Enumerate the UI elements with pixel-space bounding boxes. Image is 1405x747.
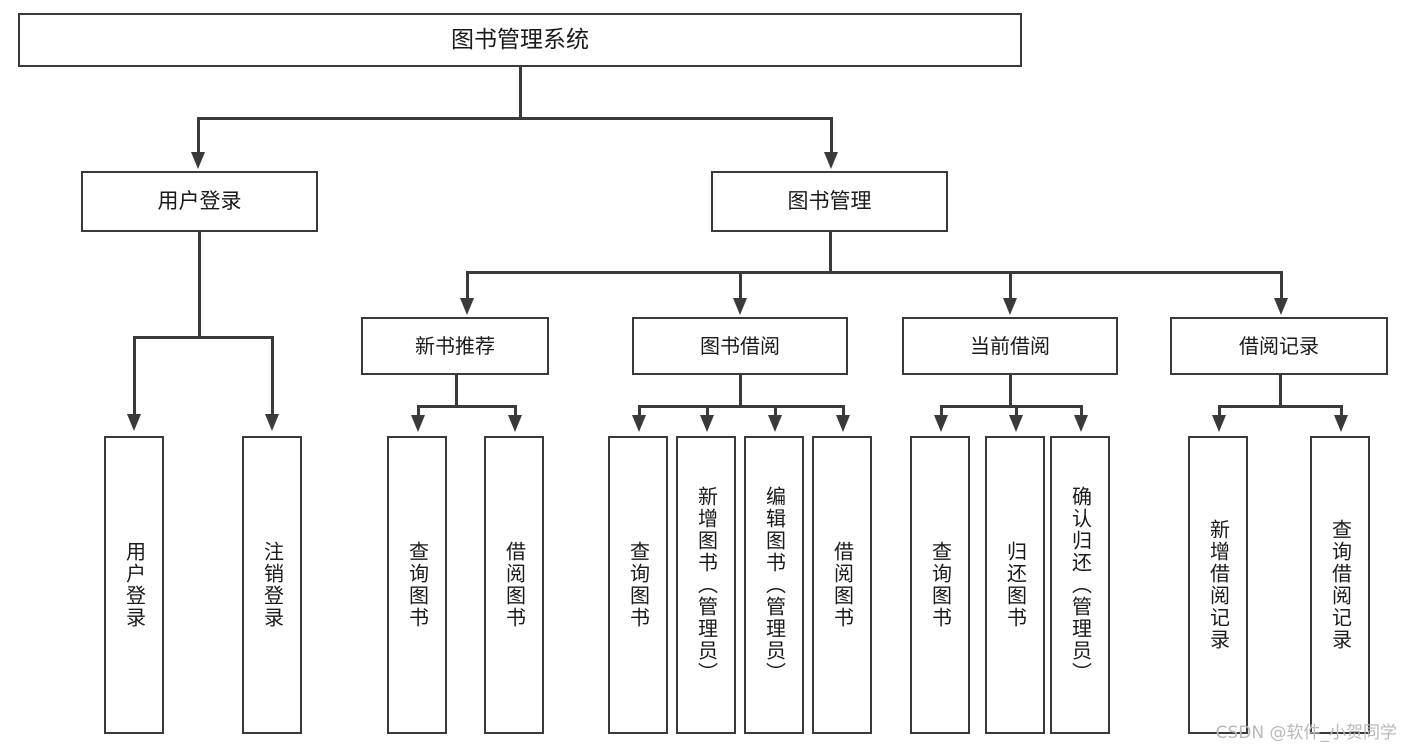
arrow-head-icon-group-0-0	[411, 415, 425, 432]
node-leaf-5[interactable]: 新增图书（管理员）	[676, 436, 736, 734]
connector-drop-level2-3	[1280, 271, 1283, 301]
node-label: 查询图书	[928, 541, 953, 629]
node-label: 查询图书	[626, 541, 651, 629]
connector-root-stem	[519, 67, 522, 117]
node-label: 新增借阅记录	[1206, 519, 1231, 651]
node-label: 归还图书	[1003, 541, 1028, 629]
connector-drop-level1-1	[830, 117, 833, 154]
connector-drop-level2-0	[466, 271, 469, 301]
connector-drop-login-0	[133, 336, 136, 416]
node-label: 确认归还（管理员）	[1068, 486, 1093, 684]
node-label: 用户登录	[122, 541, 147, 629]
node-level2-1[interactable]: 图书管理	[711, 171, 948, 232]
connector-bus-group-0	[417, 405, 514, 408]
node-label: 查询借阅记录	[1328, 519, 1353, 651]
connector-drop-level1-0	[197, 117, 200, 154]
node-leaf-12[interactable]: 查询借阅记录	[1310, 436, 1370, 734]
node-label: 当前借阅	[970, 333, 1050, 358]
arrow-head-icon-level2-0	[460, 298, 474, 315]
connector-drop-group-3-1	[1340, 405, 1343, 417]
node-label: 注销登录	[260, 541, 285, 629]
node-leaf-8[interactable]: 查询图书	[910, 436, 970, 734]
csdn-watermark: CSDN @软件_小贺同学	[1215, 723, 1397, 743]
connector-bus-login	[133, 336, 271, 339]
node-leaf-4[interactable]: 查询图书	[608, 436, 668, 734]
connector-bus-group-1	[638, 405, 842, 408]
connector-bus-group-3	[1218, 405, 1340, 408]
node-label: 图书借阅	[700, 333, 780, 358]
arrow-head-icon-group-1-0	[632, 415, 646, 432]
connector-drop-group-1-0	[638, 405, 641, 417]
arrow-head-icon-level2-1	[733, 298, 747, 315]
node-leaf-3[interactable]: 借阅图书	[484, 436, 544, 734]
node-leaf-7[interactable]: 借阅图书	[812, 436, 872, 734]
connector-drop-group-2-1	[1015, 405, 1018, 417]
connector-drop-group-1-3	[842, 405, 845, 417]
arrow-head-icon-group-2-1	[1009, 415, 1023, 432]
node-leaf-9[interactable]: 归还图书	[985, 436, 1045, 734]
node-root-system[interactable]: 图书管理系统	[18, 13, 1022, 67]
node-level2-0[interactable]: 用户登录	[81, 171, 318, 232]
node-leaf-10[interactable]: 确认归还（管理员）	[1050, 436, 1110, 734]
connector-drop-group-0-0	[417, 405, 420, 417]
node-label: 借阅记录	[1239, 333, 1319, 358]
connector-management-stem	[829, 232, 832, 271]
node-label: 借阅图书	[502, 541, 527, 629]
arrow-head-icon-group-3-1	[1334, 415, 1348, 432]
connector-drop-group-0-1	[514, 405, 517, 417]
arrow-head-icon-group-1-2	[768, 415, 782, 432]
arrow-head-icon-level1-0	[191, 152, 205, 169]
node-label: 图书管理	[787, 189, 872, 214]
node-level3-3[interactable]: 借阅记录	[1170, 317, 1388, 375]
arrow-head-icon-group-2-2	[1074, 415, 1088, 432]
connector-drop-level2-1	[739, 271, 742, 301]
connector-stem-group-2	[1009, 375, 1012, 405]
node-leaf-6[interactable]: 编辑图书（管理员）	[744, 436, 804, 734]
node-level3-0[interactable]: 新书推荐	[361, 317, 549, 375]
node-label: 图书管理系统	[451, 26, 589, 53]
connector-login-stem	[198, 232, 201, 336]
node-label: 新增图书（管理员）	[694, 486, 719, 684]
connector-drop-group-2-0	[940, 405, 943, 417]
node-leaf-2[interactable]: 查询图书	[387, 436, 447, 734]
connector-stem-group-0	[455, 375, 458, 405]
connector-drop-login-1	[271, 336, 274, 416]
connector-bus-group-2	[940, 405, 1080, 408]
arrow-head-icon-level1-1	[824, 152, 838, 169]
connector-drop-group-3-0	[1218, 405, 1221, 417]
arrow-head-icon-level2-2	[1003, 298, 1017, 315]
arrow-head-icon-group-2-0	[934, 415, 948, 432]
node-label: 借阅图书	[830, 541, 855, 629]
node-leaf-11[interactable]: 新增借阅记录	[1188, 436, 1248, 734]
node-leaf-0[interactable]: 用户登录	[104, 436, 164, 734]
arrow-head-icon-level2-3	[1274, 298, 1288, 315]
connector-bus-level1	[197, 117, 831, 120]
connector-bus-level2	[466, 271, 1280, 274]
node-label: 查询图书	[405, 541, 430, 629]
node-label: 用户登录	[157, 189, 242, 214]
node-label: 编辑图书（管理员）	[762, 486, 787, 684]
connector-stem-group-1	[739, 375, 742, 405]
connector-drop-group-2-2	[1080, 405, 1083, 417]
arrow-head-icon-login-0	[127, 414, 141, 431]
node-level3-2[interactable]: 当前借阅	[902, 317, 1118, 375]
arrow-head-icon-group-0-1	[508, 415, 522, 432]
node-level3-1[interactable]: 图书借阅	[632, 317, 848, 375]
node-leaf-1[interactable]: 注销登录	[242, 436, 302, 734]
arrow-head-icon-login-1	[265, 414, 279, 431]
arrow-head-icon-group-1-3	[836, 415, 850, 432]
arrow-head-icon-group-1-1	[700, 415, 714, 432]
connector-drop-level2-2	[1009, 271, 1012, 301]
connector-drop-group-1-2	[774, 405, 777, 417]
node-label: 新书推荐	[415, 333, 495, 358]
connector-drop-group-1-1	[706, 405, 709, 417]
connector-stem-group-3	[1279, 375, 1282, 405]
arrow-head-icon-group-3-0	[1212, 415, 1226, 432]
